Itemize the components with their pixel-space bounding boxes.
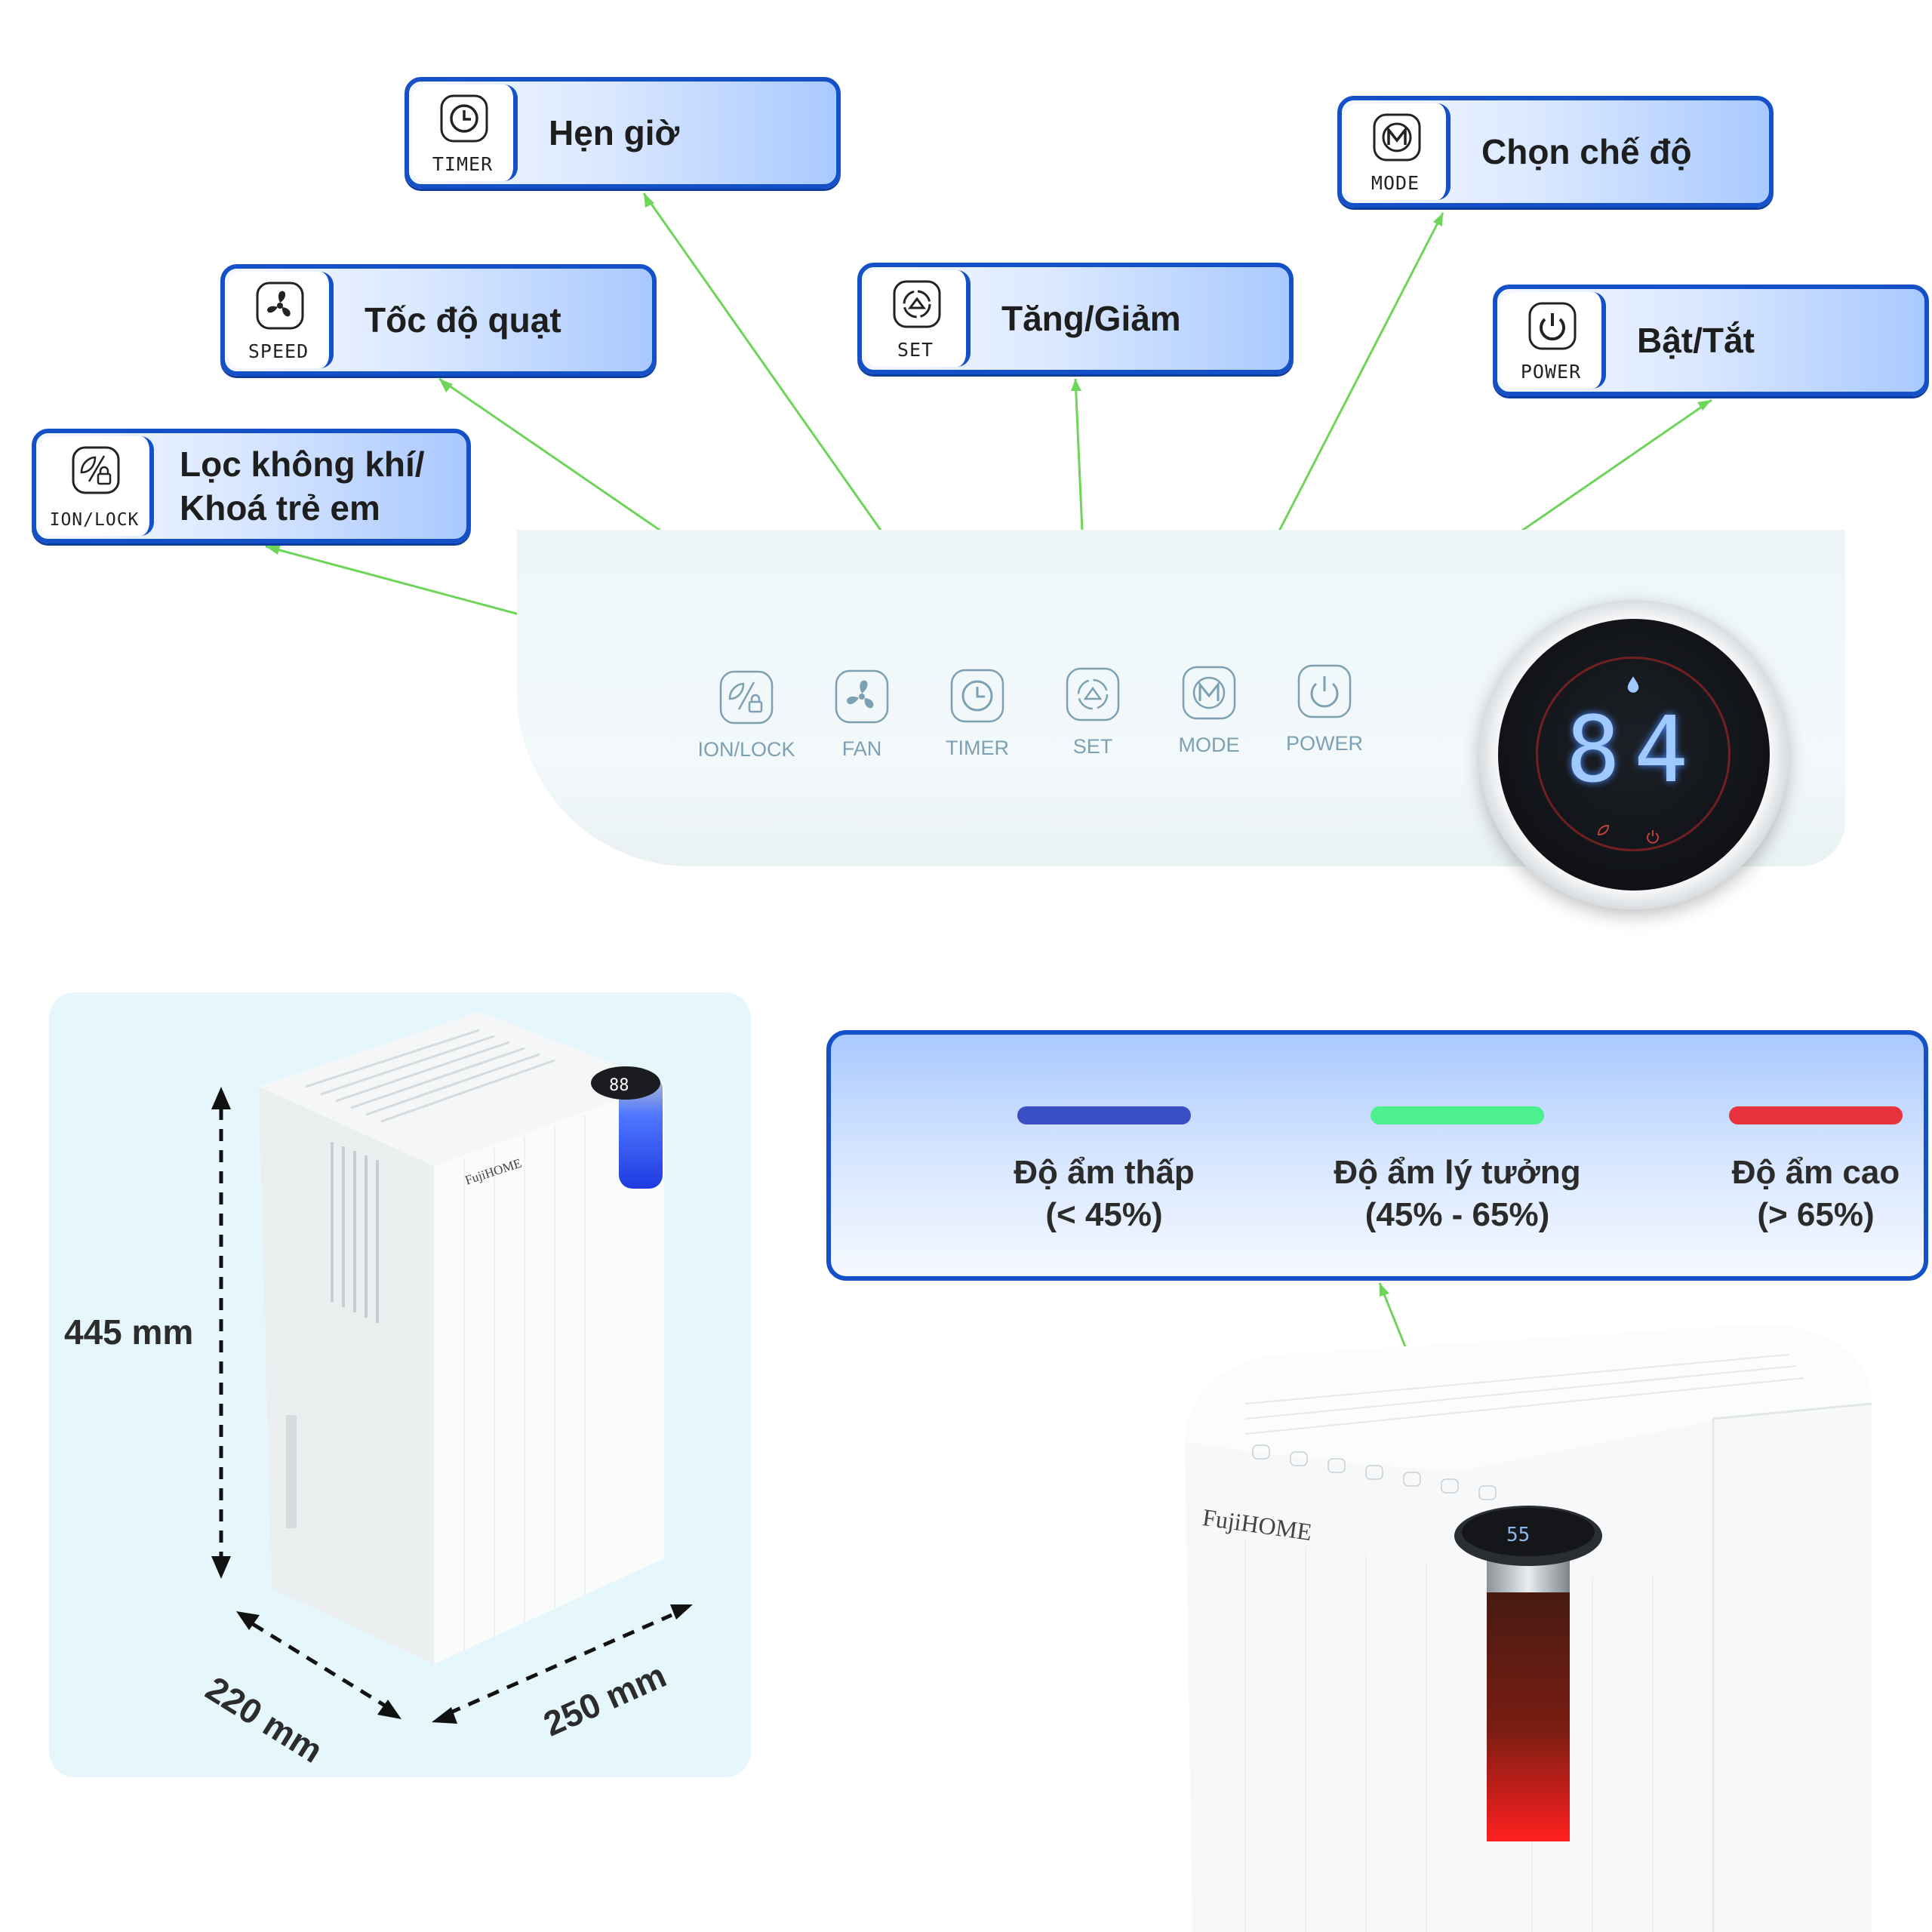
svg-text:88: 88 (609, 1076, 629, 1095)
legend-bar-red (1729, 1106, 1903, 1124)
set-caption: SET (897, 339, 934, 361)
mode-caption: MODE (1371, 172, 1420, 194)
ion-lock-caption: ION/LOCK (49, 510, 140, 530)
panel-label-fan: FAN (841, 737, 882, 760)
callout-mode: MODE Chọn chế độ (1337, 96, 1774, 208)
display-screen: 84 (1498, 619, 1770, 891)
speed-label: Tốc độ quạt (365, 300, 561, 340)
water-drop-icon (1627, 676, 1639, 693)
callout-ion-lock: ION/LOCK Lọc không khí/ Khoá trẻ em (32, 429, 471, 543)
panel-button-set[interactable]: SET (1044, 666, 1142, 758)
callout-set: SET Tăng/Giảm (857, 263, 1294, 374)
set-icon-box: SET (865, 270, 971, 367)
panel-label-set: SET (1072, 735, 1113, 758)
timer-icon-box: TIMER (412, 85, 518, 181)
callout-timer: TIMER Hẹn giờ (405, 77, 841, 189)
panel-button-ion-lock[interactable]: ION/LOCK (697, 669, 795, 761)
leaf-indicator-icon (1597, 824, 1610, 836)
timer-label: Hẹn giờ (549, 113, 680, 152)
timer-caption: TIMER (432, 153, 494, 175)
legend-bar-blue (1017, 1106, 1191, 1124)
dehumidifier-front-view: 88 (259, 1011, 664, 1664)
clock-icon (950, 669, 1004, 723)
power-label: Bật/Tắt (1637, 321, 1755, 360)
power-indicator-icon (1647, 830, 1659, 844)
set-label: Tăng/Giảm (1001, 299, 1181, 338)
humidity-legend: Độ ẩm thấp (< 45%) Độ ẩm lý tưởng (45% -… (826, 1030, 1928, 1281)
ion-lock-label: Lọc không khí/ Khoá trẻ em (180, 433, 425, 539)
mode-icon-box: MODE (1345, 103, 1451, 200)
leaf-lock-icon (719, 670, 774, 724)
panel-label-ion-lock: ION/LOCK (697, 738, 795, 761)
mode-m-icon (1373, 113, 1421, 162)
fan-icon (256, 281, 304, 330)
panel-label-timer: TIMER (946, 737, 1009, 759)
speed-icon-box: SPEED (228, 272, 334, 368)
fan-icon (835, 669, 889, 724)
svg-text:55: 55 (1506, 1524, 1530, 1546)
ion-lock-icon-box: ION/LOCK (39, 436, 154, 536)
power-icon (1297, 664, 1352, 718)
legend-low-text: Độ ẩm thấp (< 45%) (1014, 1154, 1195, 1233)
legend-ideal-humidity: Độ ẩm lý tưởng (45% - 65%) (1299, 1106, 1616, 1236)
mode-m-icon (1182, 666, 1236, 720)
leaf-lock-icon (72, 446, 120, 494)
callout-power: POWER Bật/Tắt (1493, 285, 1929, 396)
dimension-height: 445 mm (64, 1312, 194, 1352)
humidity-ring (1536, 657, 1730, 851)
panel-label-mode: MODE (1178, 734, 1240, 756)
legend-high-text: Độ ẩm cao (> 65%) (1731, 1154, 1900, 1233)
ion-lock-label-line2: Khoá trẻ em (180, 488, 380, 528)
panel-label-power: POWER (1285, 732, 1363, 755)
legend-low-humidity: Độ ẩm thấp (< 45%) (946, 1106, 1263, 1236)
set-cycle-icon (1066, 667, 1120, 721)
power-icon-box: POWER (1500, 292, 1606, 389)
panel-button-timer[interactable]: TIMER (928, 667, 1026, 760)
power-icon (1528, 302, 1577, 350)
panel-button-fan[interactable]: FAN (813, 668, 911, 761)
legend-high-humidity: Độ ẩm cao (> 65%) (1657, 1106, 1932, 1236)
callout-speed: SPEED Tốc độ quạt (220, 264, 657, 376)
mode-label: Chọn chế độ (1481, 132, 1692, 171)
clock-icon (440, 94, 488, 143)
humidity-readout: 84 (1565, 698, 1703, 803)
panel-button-power[interactable]: POWER (1275, 663, 1374, 755)
speed-caption: SPEED (248, 340, 309, 362)
power-caption: POWER (1520, 361, 1582, 383)
legend-bar-green (1371, 1106, 1544, 1124)
panel-button-mode[interactable]: MODE (1160, 664, 1258, 757)
ion-lock-label-line1: Lọc không khí/ (180, 445, 425, 484)
dehumidifier-closeup: 55 (1185, 1324, 1872, 1932)
legend-ideal-text: Độ ẩm lý tưởng (45% - 65%) (1334, 1154, 1581, 1233)
display-dial: 84 (1479, 600, 1789, 909)
set-cycle-icon (893, 280, 941, 328)
